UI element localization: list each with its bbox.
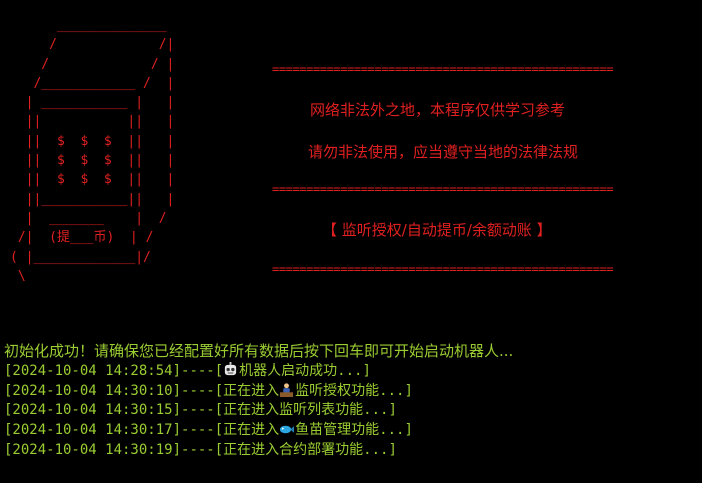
log-message: 机器人启动成功...]	[239, 362, 371, 379]
log-prefix: [正在进入	[214, 441, 280, 458]
log-entry: [2024-10-04 14:30:19]----[正在进入合约部署功能...]	[4, 441, 513, 461]
log-entry: [2024-10-04 14:30:17]----[正在进入 鱼苗管理功能...…	[4, 421, 513, 441]
banner-rule-middle: ========================================…	[272, 182, 614, 196]
person-at-desk-icon	[280, 382, 294, 397]
log-message: 监听列表功能...]	[279, 402, 397, 419]
log-separator: ----	[181, 422, 215, 439]
log-message: 监听授权功能...]	[295, 382, 413, 399]
notice-line-2: 请勿非法使用，应当遵守当地的法律法规	[308, 143, 579, 161]
log-message: 合约部署功能...]	[279, 441, 397, 458]
init-message: 初始化成功！请确保您已经配置好所有数据后按下回车即可开始启动机器人...	[4, 342, 514, 360]
log-entry: [2024-10-04 14:28:54]----[ 机器人启动成功...]	[4, 361, 513, 382]
fish-icon	[280, 425, 295, 434]
log-separator: ----	[181, 402, 215, 419]
robot-icon	[225, 361, 237, 375]
banner-rule-top: ========================================…	[272, 62, 614, 76]
log-timestamp: [2024-10-04 14:30:19]	[4, 441, 182, 458]
log-prefix: [正在进入	[214, 422, 280, 439]
log-timestamp: [2024-10-04 14:30:17]	[4, 422, 182, 439]
log-separator: ----	[181, 382, 215, 399]
log-message: 鱼苗管理功能...]	[295, 422, 413, 439]
log-prefix: [	[214, 362, 224, 379]
log-entry: [2024-10-04 14:30:15]----[正在进入监听列表功能...]	[4, 401, 513, 421]
log-prefix: [正在进入	[214, 402, 280, 419]
log-separator: ----	[181, 362, 215, 379]
log-timestamp: [2024-10-04 14:30:10]	[4, 382, 182, 399]
console-log: 初始化成功！请确保您已经配置好所有数据后按下回车即可开始启动机器人... [20…	[4, 342, 513, 461]
notice-line-1: 网络非法外之地，本程序仅供学习参考	[310, 101, 566, 119]
banner-rule-bottom: ========================================…	[272, 262, 614, 276]
log-separator: ----	[181, 441, 215, 458]
feature-list: 【 监听授权/自动提币/余额动账 】	[322, 221, 552, 239]
log-prefix: [正在进入	[214, 382, 280, 399]
log-timestamp: [2024-10-04 14:30:15]	[4, 402, 182, 419]
log-entry: [2024-10-04 14:30:10]----[正在进入 监听授权功能...…	[4, 382, 513, 402]
safe-ascii-art: ______________ / /| / / | /____________ …	[10, 18, 175, 284]
log-timestamp: [2024-10-04 14:28:54]	[4, 362, 182, 379]
